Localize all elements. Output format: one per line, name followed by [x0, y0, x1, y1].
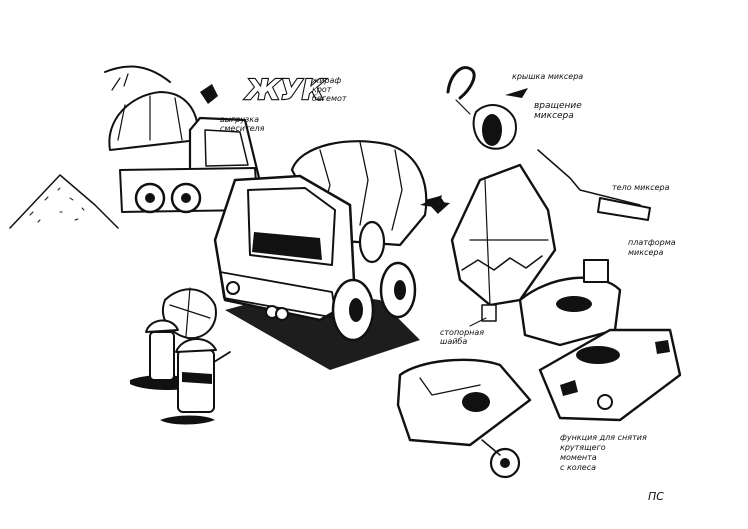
label-stopper-line-2: шайба [440, 337, 467, 346]
stopper-leader-line [469, 317, 487, 327]
subtitle-line-3: бегемот [312, 94, 347, 103]
artist-signature: ПС [648, 490, 664, 503]
subtitle-line-1: жираф [311, 76, 341, 85]
label-function-line-1: функция для снятия [560, 433, 647, 442]
label-unload-line-1: выгрузка [220, 115, 259, 124]
wheel-hub-sketch [396, 358, 532, 479]
label-platform-line-1: платформа [628, 238, 676, 247]
mixer-lid-sketch [446, 66, 517, 150]
characters-sketch [130, 287, 231, 425]
rotation-arrow [505, 88, 528, 98]
sketch-title: ЖУК [244, 73, 327, 106]
label-function-line-3: момента [560, 453, 597, 462]
label-function-line-2: крутящего [560, 443, 606, 452]
arrow-to-exploded-view [420, 195, 450, 212]
mixer-body-sketch [450, 149, 651, 322]
subtitle-line-2: крот [312, 85, 332, 94]
label-function-line-4: с колеса [560, 463, 596, 472]
label-platform-line-2: миксера [628, 248, 663, 257]
title-block: ЖУК жираф крот бегемот [243, 72, 347, 107]
main-truck-sketch [213, 140, 446, 370]
small-truck-sketch [104, 65, 264, 214]
label-mixer-lid: крышка миксера [512, 72, 583, 81]
label-mixer-body: тело миксера [612, 183, 670, 192]
label-unload-line-2: смесителя [220, 124, 265, 133]
mixer-platform-sketch [518, 259, 622, 347]
label-rotation-line-1: вращение [534, 101, 582, 111]
label-stopper-line-1: стопорная [440, 328, 484, 337]
label-rotation-line-2: миксера [534, 111, 574, 121]
sand-pile-sketch [9, 174, 119, 229]
chassis-sketch [538, 328, 682, 422]
